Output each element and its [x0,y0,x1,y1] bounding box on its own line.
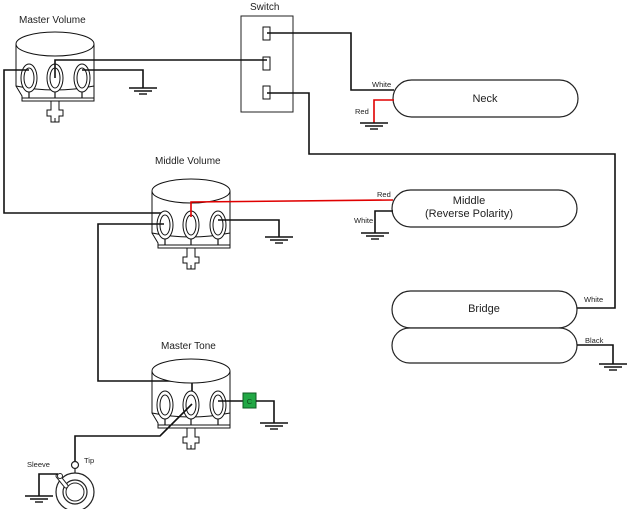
wire-jack-sleeve-ground [38,473,58,496]
bridge-pickup[interactable]: Bridge [391,290,578,364]
ground-icon [259,422,289,430]
bridge-ground-wire-label: Black [585,336,604,345]
wire-middle-vol-to-tone [97,223,193,398]
master-volume-label: Master Volume [19,15,86,26]
neck-ground-wire-label: Red [355,107,369,116]
middle-pickup-sublabel: (Reverse Polarity) [425,208,513,220]
neck-pickup[interactable]: Neck [392,79,579,118]
wire-middle-ground-white [374,210,393,233]
bridge-hot-wire-label: White [584,295,603,304]
wire-neck-ground-red [373,99,394,123]
ground-icon [24,495,54,503]
neck-hot-wire-label: White [372,80,391,89]
middle-ground-wire-label: White [354,216,373,225]
wire-switch-to-bridge [267,92,616,309]
wire-switch-to-neck [267,32,394,91]
wire-master-vol-to-middle-vol [3,69,164,214]
master-tone-label: Master Tone [161,341,216,352]
capacitor-label: C [247,397,253,406]
wire-master-vol-ground [82,69,144,88]
jack-tip-label: Tip [84,456,94,465]
wire-to-jack-tip [74,403,193,461]
ground-icon [360,232,390,240]
middle-hot-wire-label: Red [377,190,391,199]
wire-cap-ground [256,400,275,423]
jack-sleeve-label: Sleeve [27,460,50,469]
ground-icon [128,87,158,95]
middle-volume-label: Middle Volume [155,156,221,167]
wire-bridge-ground-black [577,344,614,364]
wire-middle-vol-ground [218,219,280,237]
tone-capacitor[interactable]: C [242,392,257,409]
jack-tip-lug [70,460,80,470]
output-jack[interactable] [55,460,95,509]
ground-icon [264,236,294,244]
wire-master-vol-to-switch [54,59,267,78]
ground-icon [598,363,628,371]
middle-pickup-label: Middle [453,195,485,207]
pickup-switch[interactable] [240,15,294,113]
neck-pickup-label: Neck [472,93,498,105]
switch-label: Switch [250,2,279,13]
bridge-pickup-label: Bridge [468,303,500,315]
middle-pickup[interactable]: Middle (Reverse Polarity) [391,189,578,228]
ground-icon [359,122,389,130]
jack-sleeve-lug [57,473,63,479]
wire-middle-vol-to-middle-pickup-red [190,199,394,217]
switch-lug-middle [262,56,271,71]
